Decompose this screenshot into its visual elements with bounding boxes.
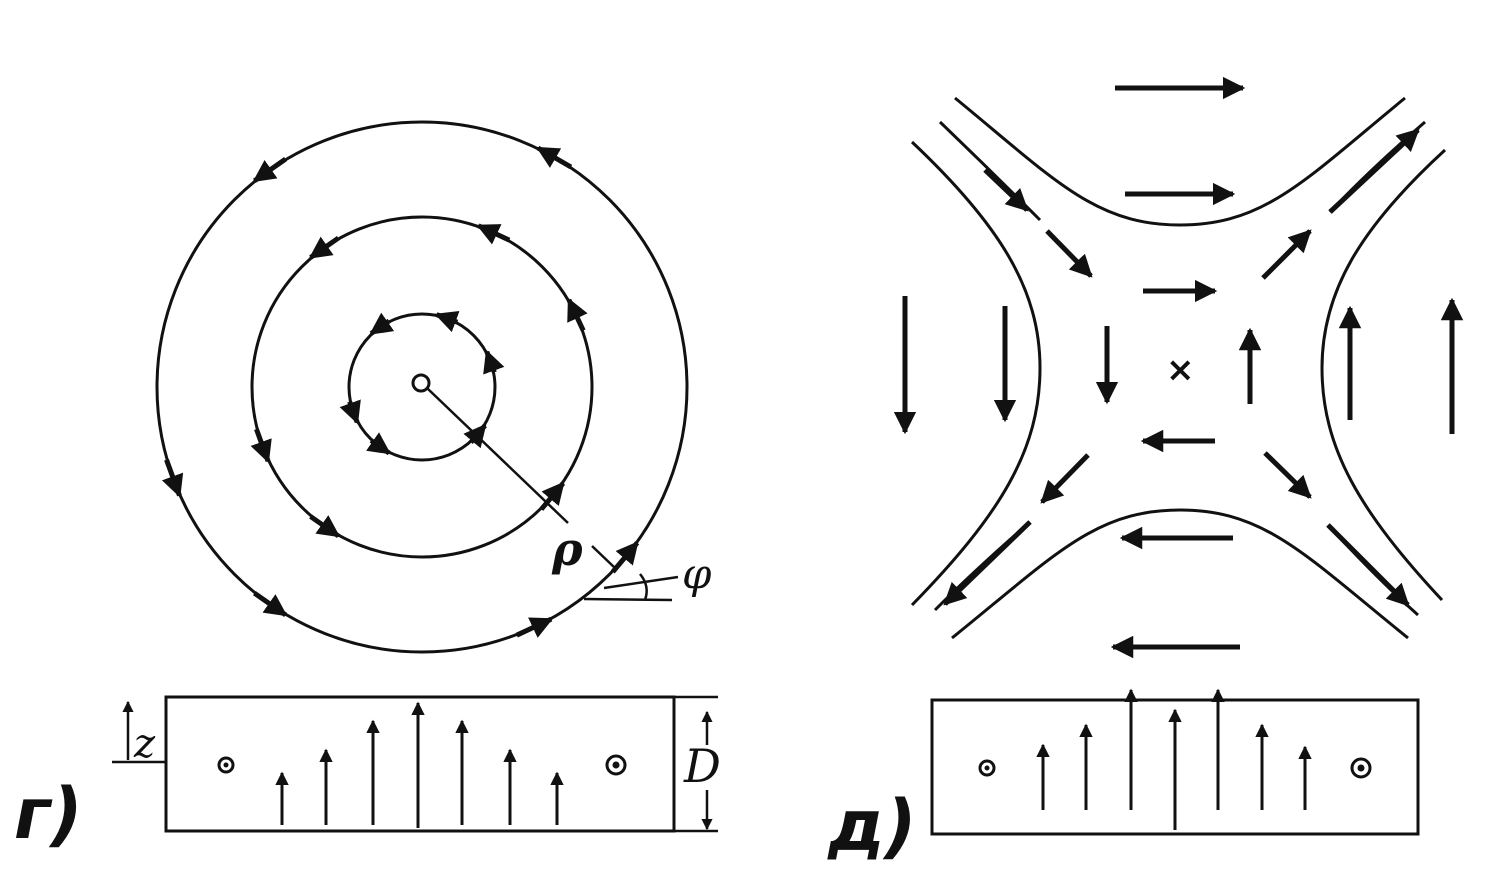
flow-arrow bbox=[1045, 229, 1093, 278]
flow-arrow bbox=[983, 168, 1029, 212]
vortex-arrow bbox=[463, 423, 487, 449]
height-label: z bbox=[133, 721, 156, 767]
vortex-arrow bbox=[539, 481, 566, 511]
cross-section-d-arrows bbox=[1036, 688, 1312, 830]
cross-fill-g bbox=[612, 761, 620, 769]
inner-flow-circle bbox=[347, 312, 497, 462]
center-point bbox=[411, 373, 431, 393]
saddle-diagonal-top-left bbox=[938, 120, 1042, 222]
saddle-curve-right-outer bbox=[1320, 148, 1447, 602]
dot-fill-g bbox=[223, 762, 229, 768]
panel-g-vortex bbox=[155, 120, 689, 654]
vortex-arrow bbox=[476, 223, 511, 245]
vortex-arrow bbox=[536, 145, 573, 170]
flow-arrow bbox=[1328, 128, 1420, 214]
vortex-arrow bbox=[566, 297, 588, 332]
flow-arrow bbox=[1040, 453, 1090, 504]
vortex-arrow bbox=[339, 399, 361, 425]
panel-g-label: г) bbox=[14, 773, 83, 855]
vortex-arrow bbox=[483, 349, 505, 375]
flow-arrow bbox=[1326, 523, 1410, 607]
saddle-curve-top-outer bbox=[954, 96, 1406, 227]
vortex-arrow bbox=[610, 541, 640, 574]
vortex-arrow bbox=[250, 428, 272, 464]
vortex-arrow bbox=[252, 156, 288, 183]
panel-d-label: д) bbox=[827, 785, 917, 867]
vortex-arrow bbox=[515, 616, 554, 638]
saddle-flow-arrows bbox=[893, 76, 1464, 659]
cross-section-d bbox=[930, 698, 1420, 836]
angle-reference-line bbox=[583, 597, 673, 602]
angle-label: φ bbox=[682, 549, 712, 598]
cross-section-g-box bbox=[164, 695, 676, 833]
radius-line bbox=[427, 388, 569, 524]
flow-arrow bbox=[943, 520, 1032, 606]
angle-tangent-line bbox=[603, 575, 679, 590]
into-plane-mark-g bbox=[605, 754, 627, 776]
radius-and-angle bbox=[427, 388, 679, 602]
vortex-arrow bbox=[308, 235, 340, 260]
saddle-curve-bottom-outer bbox=[951, 508, 1409, 640]
thickness-label: D bbox=[683, 739, 721, 793]
vortex-arrow bbox=[309, 514, 341, 539]
vortex-arrow bbox=[366, 432, 391, 456]
saddle-curve-left-outer bbox=[910, 140, 1042, 607]
cross-section-g bbox=[164, 695, 676, 833]
outer-flow-circle bbox=[155, 120, 689, 654]
dot-fill-d bbox=[984, 765, 990, 771]
out-of-plane-dot-g bbox=[217, 756, 235, 774]
d-dimension bbox=[674, 695, 718, 833]
flow-arrow bbox=[1261, 229, 1312, 280]
vortex-arrow bbox=[161, 458, 184, 498]
middle-flow-circle bbox=[250, 215, 594, 559]
vortex-direction-arrows bbox=[161, 145, 640, 638]
flow-arrow bbox=[1263, 451, 1312, 499]
into-plane-mark-d bbox=[1350, 757, 1372, 779]
vortex-arrow bbox=[253, 591, 288, 618]
vortex-arrow bbox=[434, 310, 460, 333]
vortex-arrow bbox=[369, 312, 395, 336]
cross-section-g-arrows bbox=[275, 701, 564, 828]
radius-label: ρ bbox=[551, 522, 583, 576]
cross-fill-d bbox=[1357, 764, 1365, 772]
angle-arc bbox=[639, 573, 648, 601]
out-of-plane-dot-d bbox=[978, 759, 996, 777]
z-dimension bbox=[112, 700, 166, 764]
radius-tick bbox=[591, 545, 616, 569]
cross-section-d-box bbox=[930, 698, 1420, 836]
saddle-center-mark: × bbox=[1166, 350, 1195, 390]
